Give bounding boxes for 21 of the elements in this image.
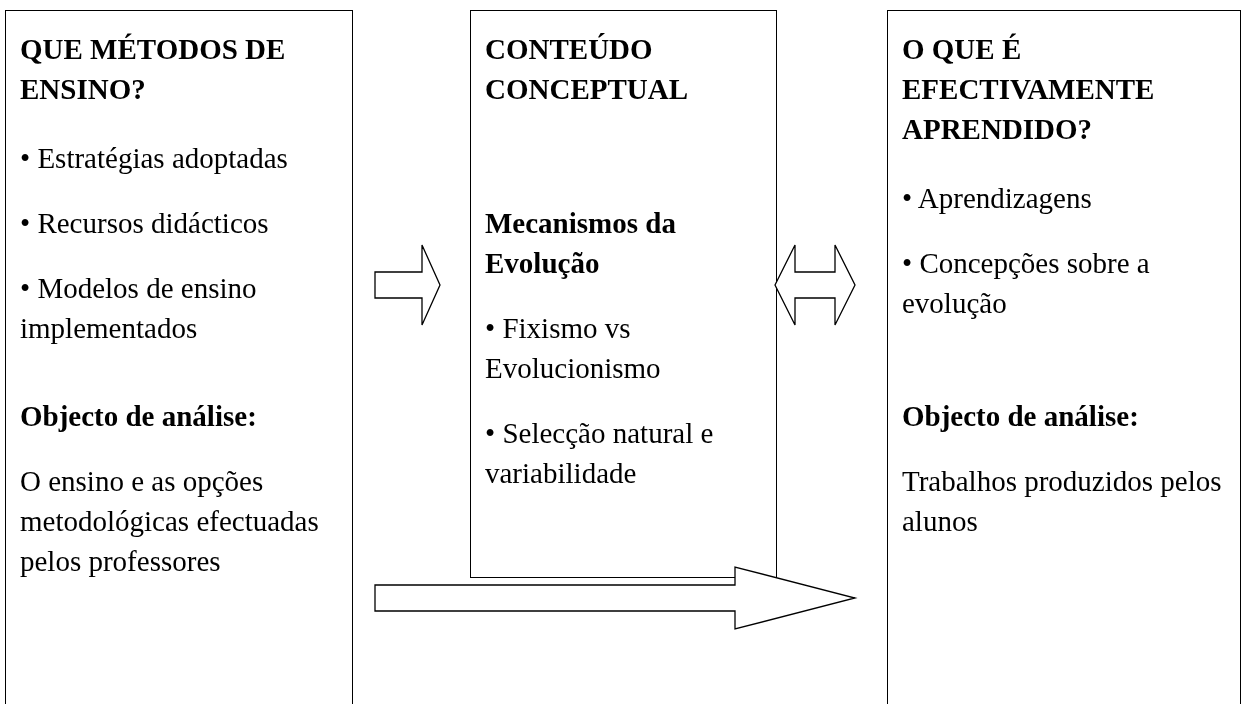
block-arrow (374, 244, 441, 326)
block-arrow (374, 566, 858, 630)
text-panel (5, 10, 353, 704)
text: • Recursos didácticos (20, 206, 270, 241)
heading: CONTEÚDO CONCEPTUAL (485, 32, 689, 107)
heading: Objecto de análise: (902, 399, 1140, 434)
text: • Selecção natural e variabilidade (485, 416, 715, 491)
text: • Modelos de ensino implementados (20, 271, 258, 346)
text: O ensino e as opções metodológicas efectuadas pelos professores (20, 464, 320, 579)
text: Trabalhos produzidos pelos alunos (902, 464, 1223, 539)
heading: QUE MÉTODOS DE ENSINO? (20, 32, 287, 107)
text: • Fixismo vs Evolucionismo (485, 311, 662, 386)
heading: O QUE É EFECTIVAMENTE APRENDIDO? (902, 32, 1156, 147)
heading: Mecanismos da Evolução (485, 206, 677, 281)
text-panel (470, 10, 777, 578)
text: • Estratégias adoptadas (20, 141, 289, 176)
text-panel (887, 10, 1241, 704)
double-block-arrow (774, 244, 856, 326)
text: • Concepções sobre a evolução (902, 246, 1151, 321)
heading: Objecto de análise: (20, 399, 258, 434)
text: • Aprendizagens (902, 181, 1093, 216)
